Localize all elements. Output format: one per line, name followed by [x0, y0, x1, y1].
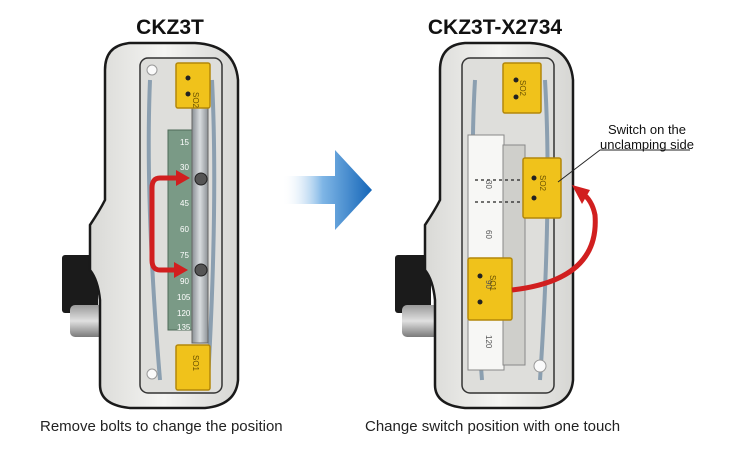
right-product-illustration [395, 41, 690, 410]
callout-leader [557, 149, 601, 183]
left-scale-mark: 90 [180, 277, 189, 286]
left-scale-mark: 60 [180, 225, 189, 234]
left-scale-mark: 30 [180, 163, 189, 172]
right-scale-marks: 30 60 90 120 SO2 SO2 SO1 [484, 80, 547, 349]
right-red-arrow [511, 190, 598, 293]
callout-line-1: Switch on the [607, 122, 687, 137]
right-connector-block [395, 255, 431, 313]
right-switch-slot [502, 144, 526, 366]
left-scale-mark: 75 [180, 251, 189, 260]
right-cable-cylinder [402, 305, 442, 337]
left-scale-mark: 120 [177, 309, 191, 318]
callout-text: Switch on the unclamping side [592, 122, 702, 152]
left-switch-top [175, 62, 211, 109]
left-product-illustration [62, 41, 240, 410]
left-title: CKZ3T [136, 16, 204, 39]
right-scale-mark: 90 [484, 280, 493, 289]
right-switch-bottom-label: SO1 [488, 275, 497, 292]
left-caption: Remove bolts to change the position [40, 418, 283, 435]
left-switch-top-label: SO2 [191, 92, 200, 109]
right-switch-moved [522, 157, 562, 219]
right-title: CKZ3T-X2734 [427, 16, 563, 39]
left-scale-rail [191, 87, 209, 344]
right-switch-moved-label: SO2 [538, 175, 547, 192]
right-scale-mark: 60 [484, 230, 493, 239]
left-scale-mark: 105 [177, 293, 191, 302]
right-switch-top [502, 62, 542, 114]
transition-arrow [282, 150, 372, 230]
right-caption: Change switch position with one touch [365, 418, 621, 435]
left-switch-bottom-label: SO1 [191, 355, 200, 372]
right-scale-mark: 30 [484, 180, 493, 189]
callout-line-2: unclamping side [600, 137, 694, 152]
left-switch-bottom [175, 344, 211, 391]
left-scale-mark: 135 [177, 323, 191, 332]
right-scale-mark: 120 [484, 335, 493, 349]
right-switch-top-label: SO2 [518, 80, 527, 97]
left-scale-mark: 15 [180, 138, 189, 147]
left-red-arrow [149, 175, 178, 273]
left-scale-mark: 45 [180, 199, 189, 208]
left-scale-marks: 15 30 45 60 75 90 105 120 135 SO2 SO1 [177, 92, 200, 372]
